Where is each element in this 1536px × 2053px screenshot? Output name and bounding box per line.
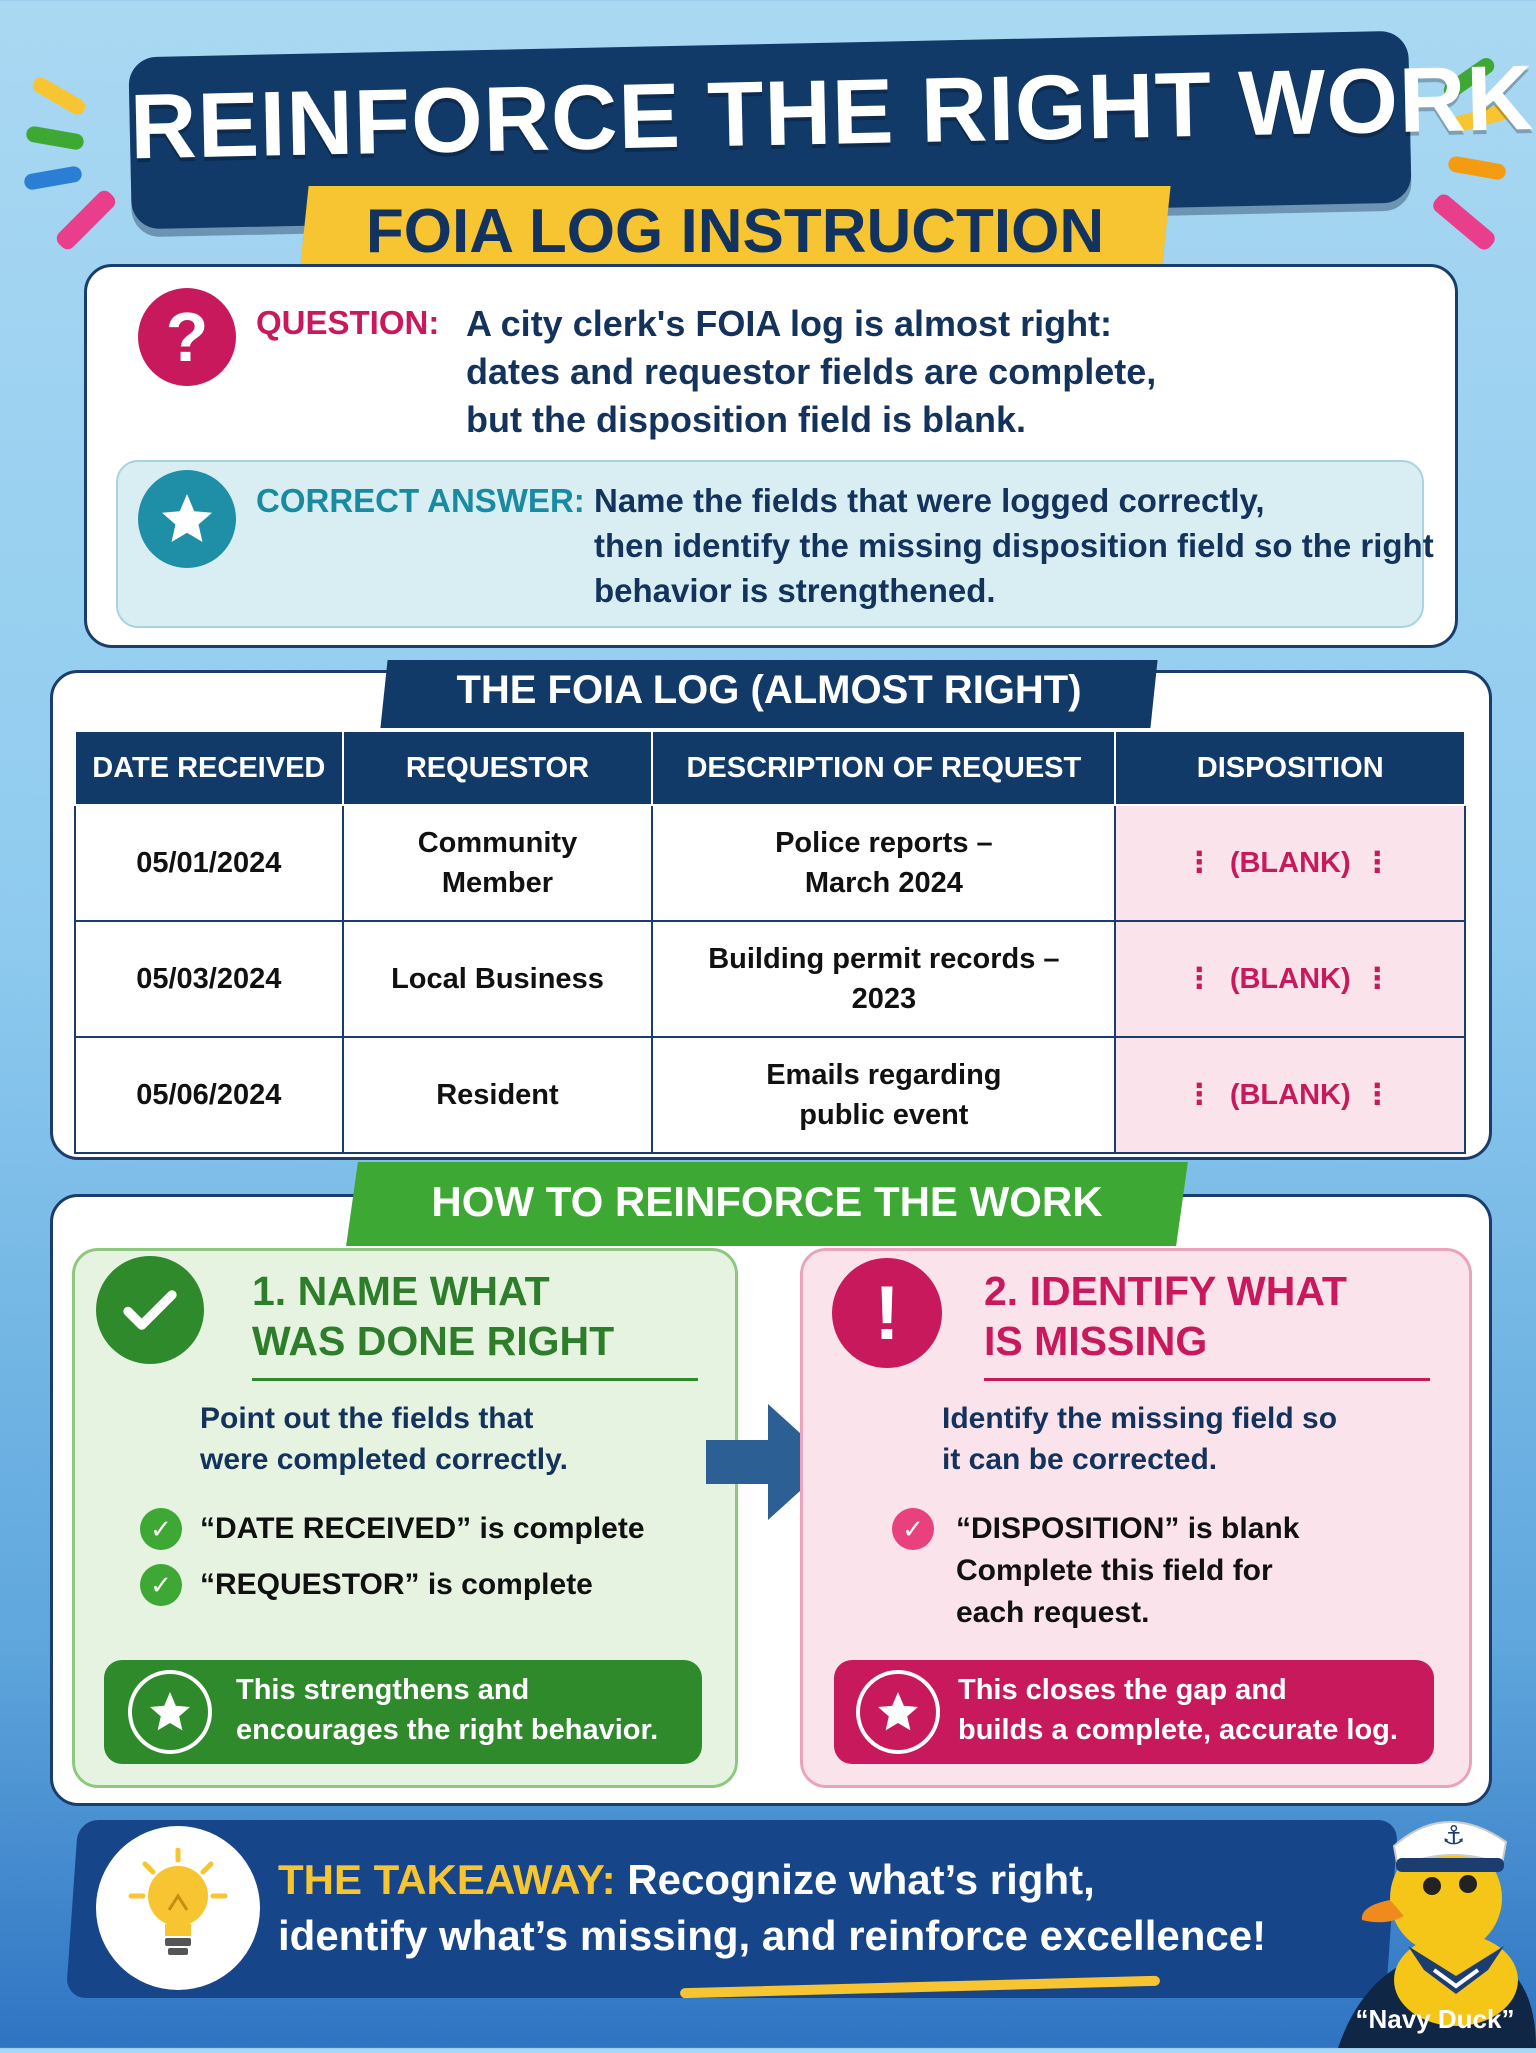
step1-divider [252, 1378, 698, 1381]
svg-text:⚓: ⚓ [1442, 1821, 1465, 1851]
log-title: THE FOIA LOG (ALMOST RIGHT) [456, 668, 1082, 712]
check-icon: ✓ [892, 1508, 934, 1550]
blank-cell: ⋮ (BLANK) ⋮ [1114, 920, 1466, 1038]
mascot-caption: “Navy Duck” [1355, 2004, 1515, 2034]
star-icon [856, 1670, 940, 1754]
burst-pink [53, 187, 119, 253]
blank-cell: ⋮ (BLANK) ⋮ [1114, 804, 1466, 922]
table-header-row: DATE RECEIVED REQUESTOR DESCRIPTION OF R… [74, 730, 1466, 806]
col-date: DATE RECEIVED [74, 730, 344, 806]
answer-box [116, 460, 1424, 628]
col-requestor: REQUESTOR [341, 730, 654, 806]
question-label: QUESTION: [256, 304, 440, 341]
reinforce-title: HOW TO REINFORCE THE WORK [431, 1178, 1103, 1225]
star-icon [138, 470, 236, 568]
burst-pink-right [1429, 191, 1499, 253]
answer-label: CORRECT ANSWER: [256, 482, 585, 519]
navy-duck-mascot: ⚓ [1338, 1780, 1536, 2048]
burst-green [25, 125, 85, 151]
check-requestor: “REQUESTOR” is complete [200, 1568, 593, 1601]
page-subtitle: FOIA LOG INSTRUCTION [365, 197, 1105, 266]
burst-orange-right [1447, 155, 1507, 181]
exclamation-icon: ! [832, 1258, 942, 1368]
star-icon [128, 1670, 212, 1754]
step2-divider [984, 1378, 1430, 1381]
check-icon: ✓ [140, 1508, 182, 1550]
takeaway-banner [65, 1820, 1399, 1998]
question-text: A city clerk's FOIA log is almost right:… [466, 303, 1157, 440]
lightbulb-icon [96, 1826, 260, 1990]
foia-table-wrap: DATE RECEIVED REQUESTOR DESCRIPTION OF R… [74, 730, 1466, 1154]
col-description: DESCRIPTION OF REQUEST [651, 730, 1117, 806]
check-date-received: “DATE RECEIVED” is complete [200, 1512, 645, 1545]
checkmark-icon [96, 1256, 204, 1364]
blank-cell: ⋮ (BLANK) ⋮ [1114, 1036, 1466, 1154]
question-icon: ? [138, 288, 236, 386]
col-disposition: DISPOSITION [1114, 730, 1466, 806]
foia-table: DATE RECEIVED REQUESTOR DESCRIPTION OF R… [74, 730, 1466, 1154]
check-icon: ✓ [140, 1564, 182, 1606]
takeaway-line2: identify what’s missing, and reinforce e… [278, 1912, 1267, 1959]
check-disposition-blank: “DISPOSITION” is blank Complete this fie… [956, 1512, 1300, 1629]
table-row: 05/03/2024 Local Business Building permi… [74, 920, 1466, 1038]
burst-blue [23, 165, 83, 191]
answer-text: Name the fields that were logged correct… [594, 482, 1434, 609]
arrow-right-icon [706, 1404, 832, 1525]
takeaway-line1: THE TAKEAWAY: Recognize what’s right, [278, 1856, 1095, 1903]
burst-yellow [29, 74, 89, 118]
